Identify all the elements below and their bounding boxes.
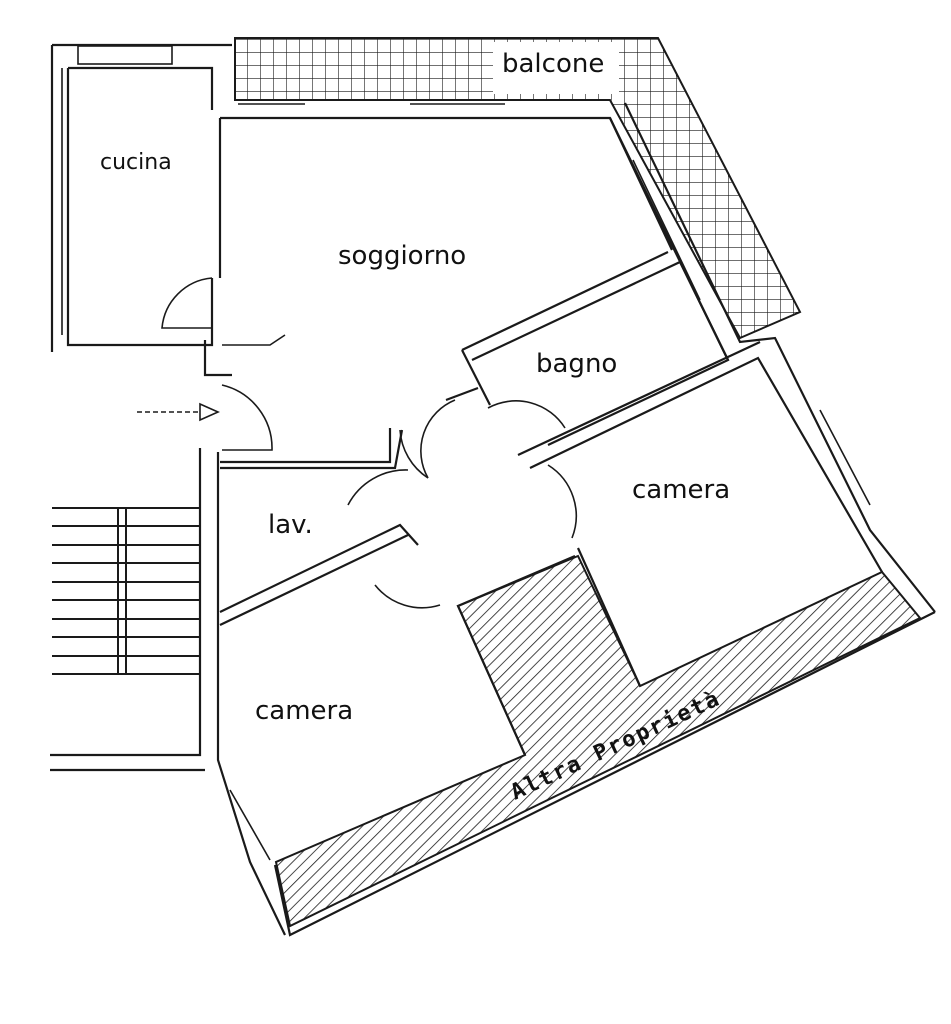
- living-room-label: soggiorno: [338, 241, 466, 271]
- kitchen-label: cucina: [100, 150, 172, 175]
- walls: [50, 43, 936, 937]
- bathroom-label: bagno: [536, 349, 617, 379]
- laundry-label: lav.: [268, 510, 313, 540]
- balcony-label: balcone: [502, 49, 604, 79]
- bedroom-right-label: camera: [632, 475, 730, 505]
- doors: [161, 277, 577, 609]
- staircase: [52, 507, 200, 675]
- entrance-arrow-icon: [137, 402, 220, 422]
- other-property-area: [274, 554, 922, 928]
- balcony-area: [234, 37, 802, 340]
- bedroom-left-label: camera: [255, 696, 353, 726]
